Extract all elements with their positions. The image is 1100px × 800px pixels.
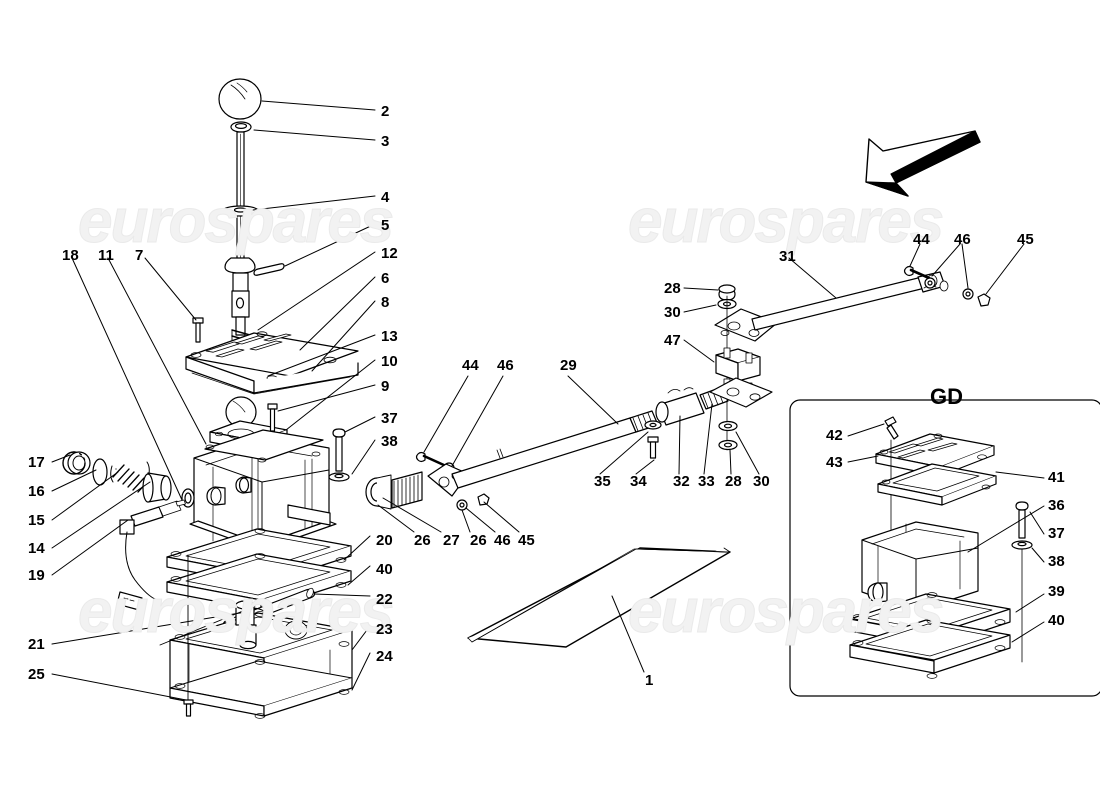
callout-46a: 46	[494, 532, 511, 549]
callout-9: 9	[381, 378, 390, 395]
callout-11: 11	[98, 247, 114, 264]
callout-29: 29	[560, 357, 577, 374]
callout-4: 4	[381, 189, 390, 206]
part-selector-plate	[185, 331, 359, 395]
callout-43: 43	[826, 454, 843, 471]
inset-gd-box	[789, 399, 1100, 697]
part-washer-38	[328, 472, 350, 482]
callout-45b: 45	[1017, 231, 1034, 248]
inset-title-gd: GD	[930, 384, 963, 409]
callout-42: 42	[826, 427, 843, 444]
callout-13: 13	[381, 328, 398, 345]
callout-2: 2	[381, 103, 390, 120]
part-screw-25	[183, 554, 194, 717]
callout-6: 6	[381, 270, 390, 287]
callout-37: 37	[381, 410, 398, 427]
callout-35: 35	[594, 473, 611, 490]
callout-39: 39	[1048, 583, 1065, 600]
part-screw-7	[192, 317, 204, 343]
callout-14: 14	[28, 540, 45, 557]
direction-arrow	[865, 130, 981, 197]
callout-5: 5	[381, 217, 390, 234]
callout-15: 15	[28, 512, 45, 529]
callout-10: 10	[381, 353, 398, 370]
callout-45a: 45	[518, 532, 535, 549]
part-bracket-link	[709, 265, 991, 451]
callout-26a: 26	[414, 532, 431, 549]
callout-24: 24	[376, 648, 393, 665]
callout-40: 40	[376, 561, 393, 578]
callout-31: 31	[779, 248, 796, 265]
callout-47: 47	[664, 332, 681, 349]
part-screw-21	[159, 605, 256, 646]
callout-12: 12	[381, 245, 398, 262]
callout-38b: 38	[1048, 553, 1065, 570]
callout-30a: 30	[753, 473, 770, 490]
callout-30b: 30	[664, 304, 681, 321]
callout-44b: 44	[913, 231, 930, 248]
callout-19: 19	[28, 567, 45, 584]
callout-32: 32	[673, 473, 690, 490]
callout-23: 23	[376, 621, 393, 638]
callout-36: 36	[1048, 497, 1065, 514]
part-lever-shaft	[221, 131, 260, 336]
part-knob-ring	[230, 121, 252, 133]
callout-16: 16	[28, 483, 45, 500]
callout-26b: 26	[470, 532, 487, 549]
callout-7: 7	[135, 247, 144, 264]
part-gasket-plates	[166, 528, 352, 617]
inset-gd-parts	[849, 416, 1033, 679]
callout-22: 22	[376, 591, 393, 608]
callout-46c: 46	[954, 231, 971, 248]
callout-37b: 37	[1048, 525, 1065, 542]
callout-34: 34	[630, 473, 647, 490]
callout-33: 33	[698, 473, 715, 490]
part-lower-housing	[169, 600, 353, 719]
callout-27: 27	[443, 532, 460, 549]
callout-40b: 40	[1048, 612, 1065, 629]
part-bolt-37	[332, 428, 346, 472]
callout-38: 38	[381, 433, 398, 450]
part-centre-shaft	[365, 386, 729, 511]
leader-lines	[51, 100, 1045, 701]
callout-21: 21	[28, 636, 45, 653]
callout-20: 20	[376, 532, 393, 549]
callout-18: 18	[62, 247, 79, 264]
part-floor-panel	[467, 547, 731, 648]
part-gear-knob	[218, 78, 262, 120]
callout-28a: 28	[725, 473, 742, 490]
callout-25: 25	[28, 666, 45, 683]
part-plunger-group	[62, 451, 195, 611]
callout-44a: 44	[462, 357, 479, 374]
part-bolt-9	[267, 403, 278, 432]
callout-3: 3	[381, 133, 390, 150]
part-lever-housing	[189, 429, 337, 584]
callout-8: 8	[381, 294, 390, 311]
callout-46b: 46	[497, 357, 514, 374]
callout-1: 1	[645, 672, 654, 689]
callout-41: 41	[1048, 469, 1065, 486]
part-roll-pin	[253, 263, 285, 276]
callout-17: 17	[28, 454, 45, 471]
callout-28b: 28	[664, 280, 681, 297]
